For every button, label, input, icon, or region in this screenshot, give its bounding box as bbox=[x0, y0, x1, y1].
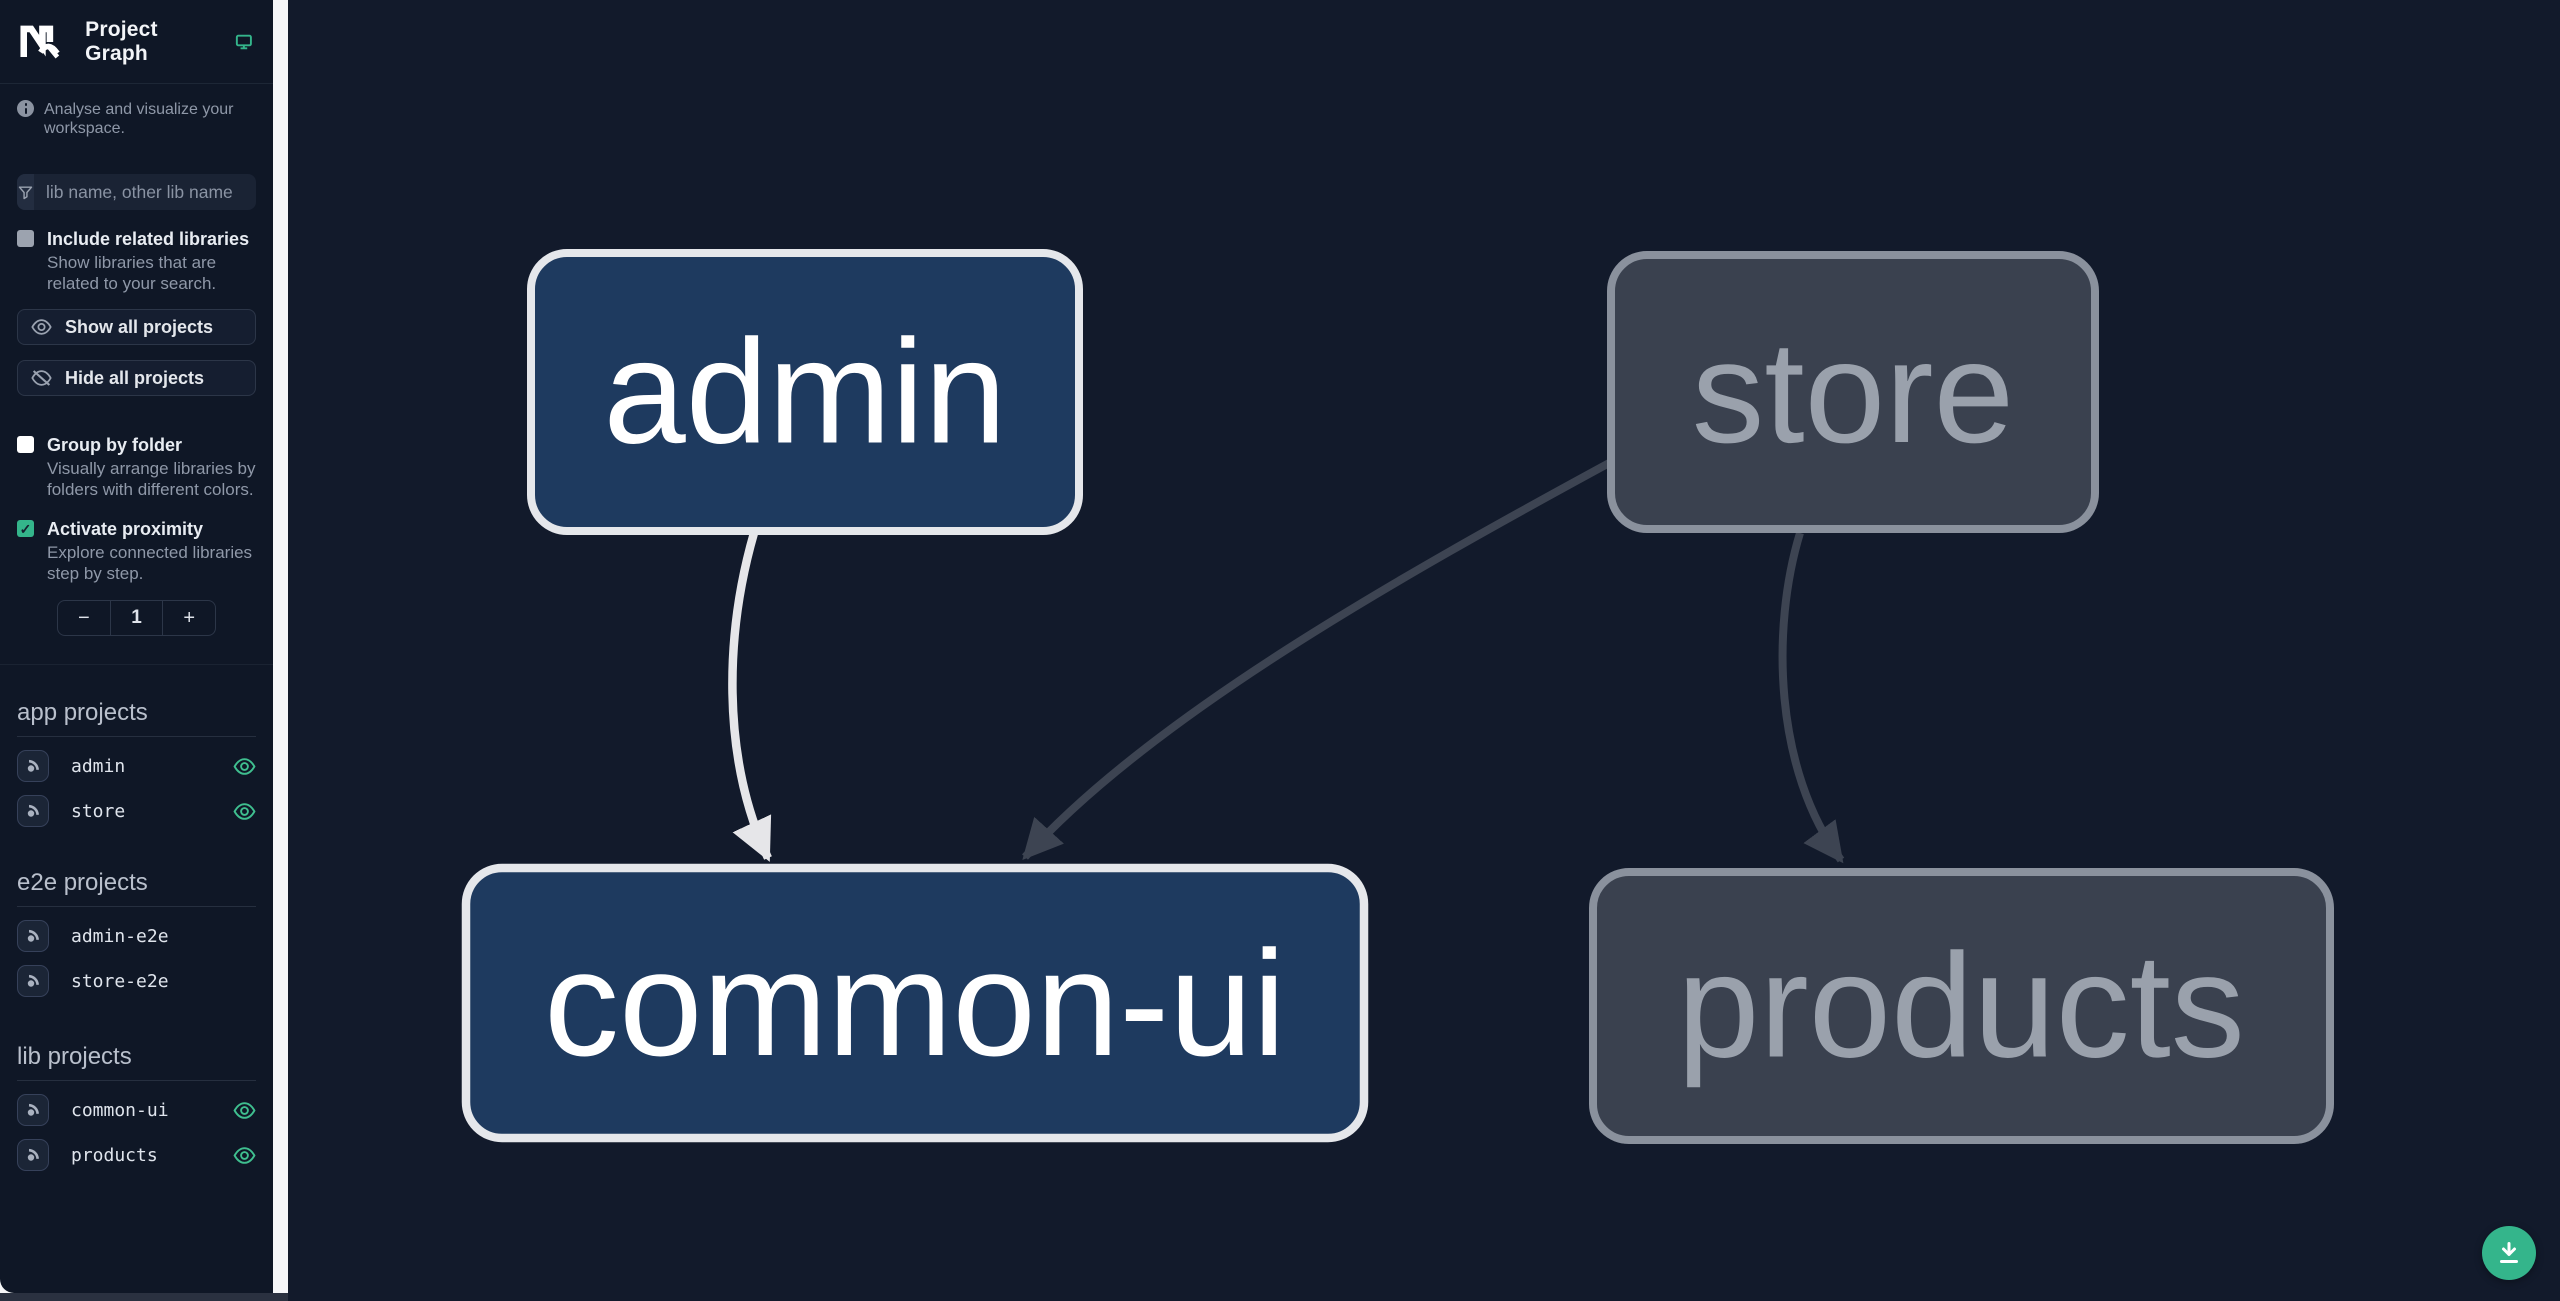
graph-node-products[interactable]: products bbox=[1589, 868, 2334, 1144]
search-box bbox=[17, 174, 256, 210]
eye-visible-icon bbox=[233, 802, 256, 820]
include-related-description: Show libraries that are related to your … bbox=[47, 253, 217, 293]
focus-project-button[interactable] bbox=[17, 965, 49, 997]
activate-proximity-label: Activate proximity bbox=[47, 519, 204, 539]
edge-admin-to-common-ui bbox=[728, 531, 772, 862]
search-input[interactable] bbox=[34, 174, 256, 210]
project-list: app projects admin bbox=[0, 699, 273, 1171]
project-row-store-e2e: store-e2e bbox=[17, 965, 256, 997]
eye-visible-icon bbox=[233, 1146, 256, 1164]
focus-icon bbox=[27, 804, 39, 817]
info-icon bbox=[17, 100, 34, 117]
project-graph-svg: admin store common-ui products bbox=[461, 249, 2334, 1144]
section-title-app-projects: app projects bbox=[17, 699, 256, 737]
eye-visible-icon bbox=[233, 757, 256, 775]
activate-proximity-description: Explore connected libraries step by step… bbox=[47, 543, 253, 583]
project-name: store-e2e bbox=[71, 970, 169, 992]
include-related-checkbox[interactable] bbox=[17, 230, 34, 247]
monitor-icon bbox=[236, 34, 253, 49]
project-name: store bbox=[71, 800, 126, 822]
page-title: Project Graph bbox=[85, 17, 158, 65]
focus-icon bbox=[27, 1148, 39, 1161]
project-name: admin-e2e bbox=[71, 925, 169, 947]
node-label-common-ui: common-ui bbox=[544, 919, 1286, 1087]
project-name: products bbox=[71, 1144, 158, 1166]
focus-project-button[interactable] bbox=[17, 1139, 49, 1171]
project-row-admin-e2e: admin-e2e bbox=[17, 920, 256, 952]
hide-all-projects-label: Hide all projects bbox=[65, 367, 205, 388]
nx-logo bbox=[20, 25, 60, 58]
toggle-visibility-button[interactable] bbox=[233, 757, 256, 775]
focus-icon bbox=[27, 929, 39, 942]
group-by-folder-toggle: Group by folder Visually arrange librari… bbox=[17, 434, 256, 500]
sidebar-header: Project Graph bbox=[0, 0, 273, 84]
group-by-folder-checkbox[interactable] bbox=[17, 436, 34, 453]
project-row-store: store bbox=[17, 795, 256, 827]
proximity-decrement-button[interactable]: − bbox=[77, 606, 90, 629]
sidebar-divider bbox=[0, 664, 273, 665]
section-title-lib-projects: lib projects bbox=[17, 1043, 256, 1081]
activate-proximity-checkbox[interactable]: ✓ bbox=[17, 520, 34, 537]
edge-store-to-common-ui bbox=[1022, 458, 1613, 860]
proximity-increment-button[interactable]: + bbox=[183, 606, 196, 629]
focus-icon bbox=[27, 759, 39, 772]
project-row-admin: admin bbox=[17, 750, 256, 782]
graph-node-store[interactable]: store bbox=[1607, 251, 2099, 533]
focus-icon bbox=[27, 1103, 39, 1116]
graph-canvas[interactable]: admin store common-ui products bbox=[288, 0, 2560, 1301]
focus-project-button[interactable] bbox=[17, 750, 49, 782]
include-related-toggle: Include related libraries Show libraries… bbox=[17, 228, 256, 294]
project-name: admin bbox=[71, 755, 126, 777]
project-name: common-ui bbox=[71, 1099, 169, 1121]
toggle-visibility-button[interactable] bbox=[233, 1101, 256, 1119]
group-by-folder-description: Visually arrange libraries by folders wi… bbox=[47, 459, 256, 499]
node-label-store: store bbox=[1692, 311, 2014, 473]
eye-visible-icon bbox=[233, 1101, 256, 1119]
toggle-visibility-button[interactable] bbox=[233, 802, 256, 820]
tagline-text: Analyse and visualize your workspace. bbox=[44, 101, 234, 137]
toggle-visibility-button[interactable] bbox=[233, 1146, 256, 1164]
focus-project-button[interactable] bbox=[17, 1094, 49, 1126]
hide-all-projects-button[interactable]: Hide all projects bbox=[17, 360, 256, 396]
graph-node-admin[interactable]: admin bbox=[527, 249, 1083, 535]
activate-proximity-toggle: ✓ Activate proximity Explore connected l… bbox=[17, 518, 256, 584]
show-all-projects-label: Show all projects bbox=[65, 316, 214, 337]
focus-icon bbox=[27, 974, 39, 987]
download-image-button[interactable] bbox=[2482, 1226, 2536, 1280]
project-row-common-ui: common-ui bbox=[17, 1094, 256, 1126]
eye-off-icon bbox=[31, 370, 52, 386]
sidebar: Project Graph Analyse and visualize your… bbox=[0, 0, 273, 1293]
group-by-folder-label: Group by folder bbox=[47, 435, 182, 455]
eye-icon bbox=[31, 319, 52, 335]
edge-store-to-products bbox=[1778, 531, 1845, 864]
show-all-projects-button[interactable]: Show all projects bbox=[17, 309, 256, 345]
filter-funnel-icon bbox=[17, 174, 34, 210]
proximity-value[interactable]: 1 bbox=[109, 601, 164, 635]
proximity-stepper: − 1 + bbox=[57, 600, 216, 636]
focus-project-button[interactable] bbox=[17, 920, 49, 952]
section-title-e2e-projects: e2e projects bbox=[17, 869, 256, 907]
workspace-tagline: Analyse and visualize your workspace. bbox=[17, 100, 256, 138]
bottom-edge-strip bbox=[0, 1293, 288, 1301]
node-label-admin: admin bbox=[603, 310, 1006, 475]
include-related-label: Include related libraries bbox=[47, 229, 250, 249]
project-row-products: products bbox=[17, 1139, 256, 1171]
download-icon bbox=[2500, 1242, 2518, 1263]
focus-project-button[interactable] bbox=[17, 795, 49, 827]
graph-node-common-ui[interactable]: common-ui bbox=[461, 863, 1369, 1143]
node-label-products: products bbox=[1677, 924, 2245, 1089]
